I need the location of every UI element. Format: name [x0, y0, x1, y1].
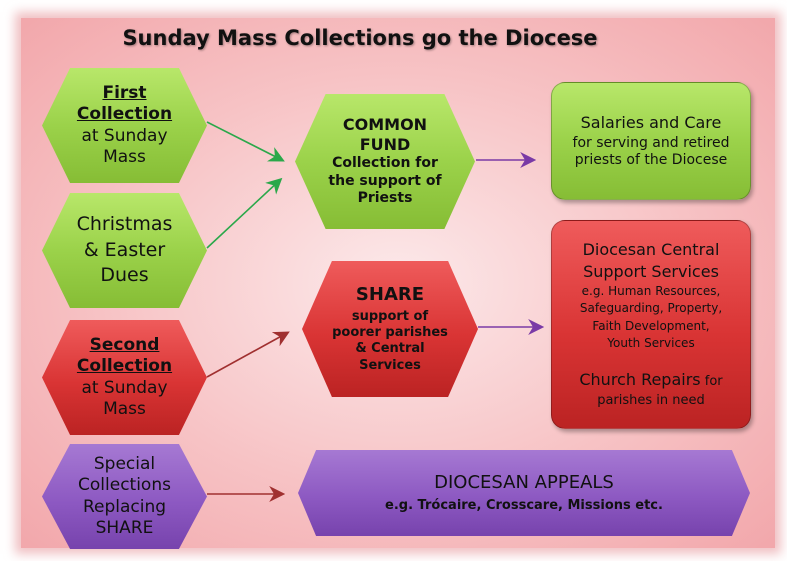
common-fund-line5: Priests: [357, 190, 413, 207]
second-collection-line3: at Sunday: [81, 377, 168, 398]
salaries-box: Salaries and Care for serving and retire…: [551, 82, 751, 200]
common-fund-line3: Collection for: [332, 155, 438, 172]
second-collection-line2: Collection: [76, 356, 173, 377]
share-line2: support of: [351, 308, 429, 324]
special-collections-node: Special Collections Replacing SHARE: [42, 444, 207, 549]
first-collection-line2: Collection: [76, 104, 173, 125]
arrow-first-to-common: [206, 121, 285, 162]
share-node: SHARE support of poorer parishes & Centr…: [302, 261, 478, 397]
christmas-easter-node: Christmas & Easter Dues: [42, 193, 207, 308]
common-fund-node: COMMON FUND Collection for the support o…: [295, 94, 475, 229]
special-line4: SHARE: [95, 517, 154, 538]
arrow-second-to-share: [206, 331, 290, 378]
common-fund-line4: the support of: [328, 172, 442, 189]
share-line4: & Central: [355, 341, 425, 357]
first-collection-line3: at Sunday: [81, 125, 168, 146]
second-collection-line1: Second: [89, 335, 160, 355]
first-collection-line1: First: [102, 83, 147, 103]
special-line3: Replacing: [82, 496, 167, 517]
central-line4: Safeguarding, Property,: [579, 301, 723, 316]
central-line6: Youth Services: [607, 335, 695, 350]
common-fund-line2: FUND: [359, 135, 411, 155]
special-line2: Collections: [78, 475, 171, 496]
appeals-title: DIOCESAN APPEALS: [434, 471, 614, 493]
first-collection-line4: Mass: [103, 146, 146, 167]
salaries-line3: priests of the Diocese: [574, 152, 728, 168]
church-repairs-line2: parishes in need: [597, 393, 705, 409]
diocesan-appeals-node: DIOCESAN APPEALS e.g. Trócaire, Crosscar…: [298, 450, 750, 536]
church-repairs-label: Church Repairs: [579, 370, 701, 390]
christmas-line2: & Easter: [83, 238, 166, 261]
special-line1: Special: [93, 454, 156, 474]
second-collection-line4: Mass: [103, 398, 146, 419]
christmas-line3: Dues: [100, 264, 149, 287]
share-line5: Services: [359, 357, 421, 373]
second-collection-node: Second Collection at Sunday Mass: [42, 320, 207, 435]
salaries-line1: Salaries and Care: [580, 112, 722, 132]
appeals-examples: e.g. Trócaire, Crosscare, Missions etc.: [385, 498, 663, 514]
salaries-line2: for serving and retired: [572, 134, 730, 151]
arrow-christmas-to-common: [206, 177, 283, 249]
christmas-line1: Christmas: [76, 213, 173, 236]
central-line3: e.g. Human Resources,: [581, 283, 721, 298]
central-line1: Diocesan Central: [582, 239, 720, 259]
diagram-title: Sunday Mass Collections go the Diocese: [122, 26, 598, 50]
first-collection-node: First Collection at Sunday Mass: [42, 68, 207, 183]
share-line1: SHARE: [355, 284, 425, 306]
central-line2: Support Services: [583, 261, 719, 281]
diocesan-central-box: Diocesan Central Support Services e.g. H…: [551, 220, 751, 429]
common-fund-line1: COMMON: [342, 115, 428, 135]
share-line3: poorer parishes: [332, 325, 448, 340]
central-line5: Faith Development,: [592, 318, 710, 333]
church-repairs-for: for: [700, 374, 723, 390]
